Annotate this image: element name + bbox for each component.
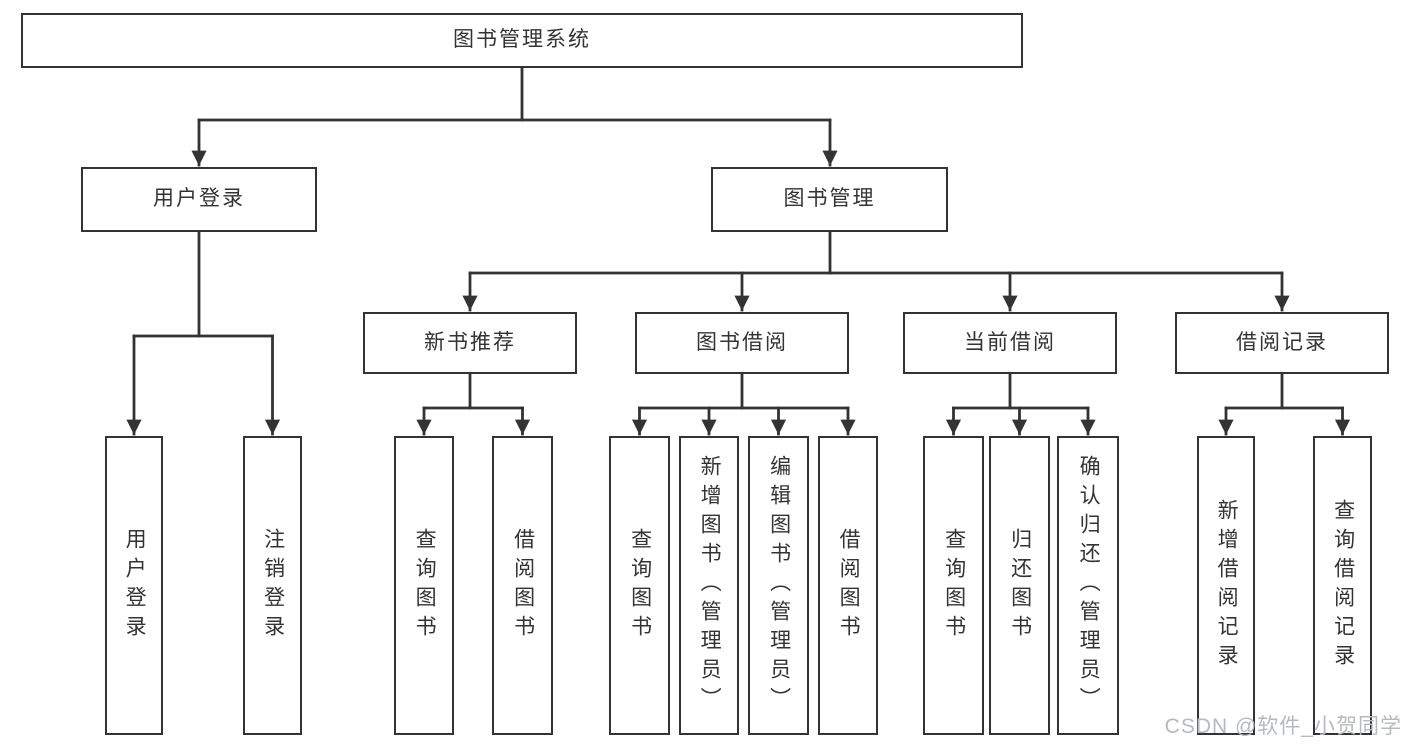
leaf-edit-book-admin: 编辑图书（管理员） — [748, 436, 809, 735]
node-borrow-records: 借阅记录 — [1175, 312, 1389, 374]
node-current-borrow: 当前借阅 — [903, 312, 1117, 374]
leaf-query-books-1: 查询图书 — [394, 436, 454, 735]
leaf-borrow-books-1: 借阅图书 — [492, 436, 553, 735]
leaf-query-borrow-record: 查询借阅记录 — [1313, 436, 1372, 735]
node-book-management: 图书管理 — [711, 167, 948, 232]
node-user-login: 用户登录 — [81, 167, 317, 232]
leaf-user-login: 用户登录 — [105, 436, 163, 735]
leaf-query-books-2: 查询图书 — [609, 436, 670, 735]
leaf-return-book: 归还图书 — [989, 436, 1050, 735]
node-book-borrow: 图书借阅 — [635, 312, 849, 374]
leaf-logout: 注销登录 — [243, 436, 302, 735]
leaf-borrow-books-2: 借阅图书 — [818, 436, 878, 735]
csdn-watermark: CSDN @软件_小贺同学 — [1164, 715, 1402, 738]
leaf-confirm-return-admin: 确认归还（管理员） — [1057, 436, 1119, 735]
leaf-add-borrow-record: 新增借阅记录 — [1197, 436, 1255, 735]
node-library-management-system: 图书管理系统 — [21, 13, 1023, 68]
leaf-add-book-admin: 新增图书（管理员） — [679, 436, 739, 735]
leaf-query-books-3: 查询图书 — [923, 436, 984, 735]
node-new-book-recommend: 新书推荐 — [363, 312, 577, 374]
